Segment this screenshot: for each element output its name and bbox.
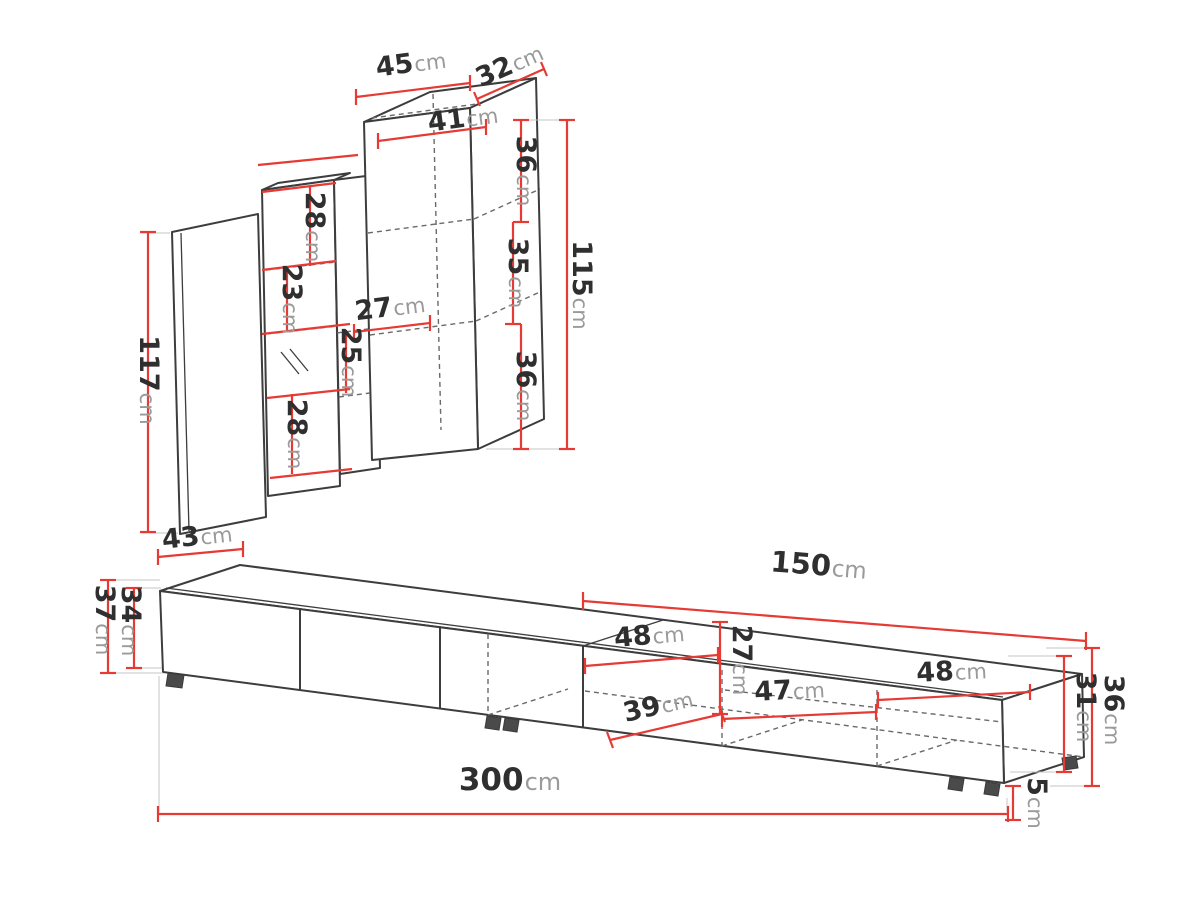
dim-label-tv-foot-height: 5cm xyxy=(1021,777,1052,829)
dim-label-tv-inner-height: 27cm xyxy=(726,625,757,696)
dim-label-wall-niche-width: 27cm xyxy=(353,288,427,327)
dim-label-wall-left-shelf-1: 28cm xyxy=(299,192,330,263)
dim-label-wall-right-shelf-top: 36cm xyxy=(510,136,541,207)
dim-label-wall-bottom-width: 43cm xyxy=(160,517,233,555)
dim-label-tv-right-section-width: 150cm xyxy=(769,544,868,585)
dim-label-wall-right-shelf-middle: 35cm xyxy=(502,238,533,309)
dim-label-tv-right-height-inner: 31cm xyxy=(1070,672,1101,743)
door-seams xyxy=(299,608,584,728)
dim-label-wall-middle-shelf: 25cm xyxy=(335,327,366,398)
dim-label-tv-inner-width-2: 47cm xyxy=(753,673,825,708)
dim-label-wall-left-shelf-2: 23cm xyxy=(276,264,307,335)
wall-unit-dimension-lines xyxy=(140,61,575,565)
dim-label-wall-top-width: 45cm xyxy=(374,44,448,84)
glass-marks xyxy=(280,348,309,375)
tv-stand-feet xyxy=(165,672,1079,797)
dim-label-wall-left-shelf-3: 28cm xyxy=(281,399,312,470)
dim-label-wall-inner-top-width: 41cm xyxy=(426,99,500,139)
dim-label-tv-right-height-outer: 36cm xyxy=(1098,675,1129,746)
wall-unit-drawing xyxy=(171,77,545,535)
wall-unit-right-cabinet-front xyxy=(363,107,479,461)
dim-label-wall-left-total-height: 117cm xyxy=(133,335,164,424)
dim-label-wall-right-total-height: 115cm xyxy=(566,240,597,329)
wall-unit-left-panel xyxy=(171,213,267,535)
dim-label-tv-left-height-inner: 34cm xyxy=(115,586,146,657)
tv-stand-dimension-lines xyxy=(100,578,1100,822)
dim-label-tv-inner-width-1: 48cm xyxy=(613,617,686,654)
dim-label-tv-left-height-outer: 37cm xyxy=(89,585,120,656)
dim-label-tv-total-width: 300cm xyxy=(459,762,561,798)
dim-label-wall-right-shelf-bottom: 36cm xyxy=(510,351,541,422)
dim-label-tv-inner-width-3: 48cm xyxy=(915,654,987,689)
dimension-labels: 45cm 32cm 41cm 36cm 35cm 115cm 36cm 28cm… xyxy=(89,41,1129,829)
